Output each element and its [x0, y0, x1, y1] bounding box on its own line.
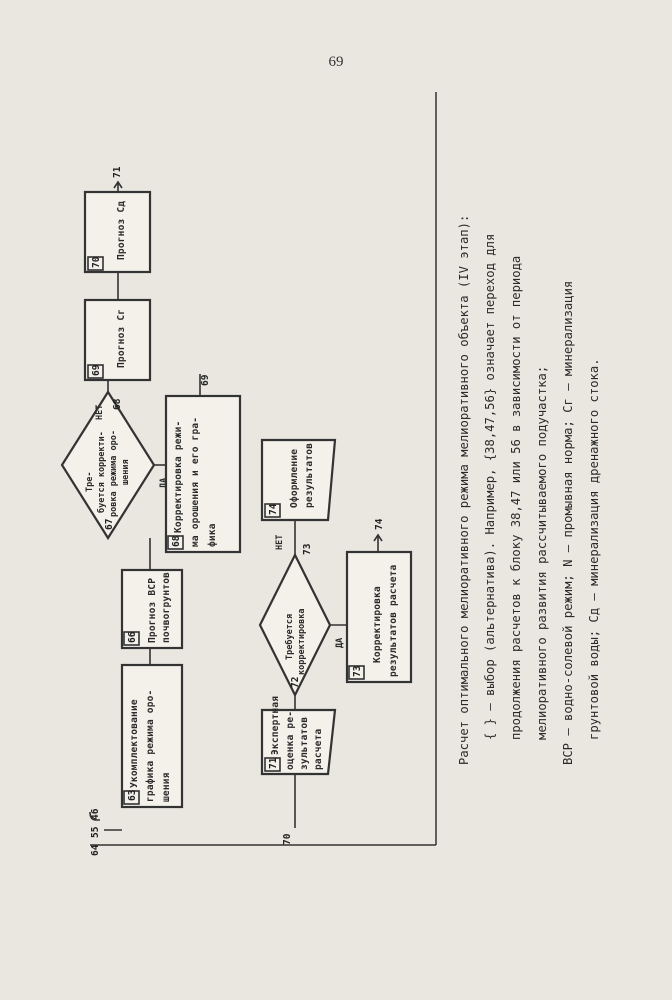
block-68: 68 Корректировка режи- ма орошения и его…	[164, 394, 242, 554]
svg-text:Требуется: Требуется	[284, 614, 295, 660]
svg-text:Оформление: Оформление	[289, 449, 300, 508]
input-64: 64	[90, 844, 101, 856]
block-69: 69 Прогноз Cг	[83, 298, 152, 382]
svg-text:69: 69	[91, 364, 102, 376]
svg-text:шения: шения	[161, 772, 172, 802]
label-yes-72: ДА	[335, 638, 345, 648]
svg-text:71: 71	[268, 757, 279, 769]
svg-text:67: 67	[104, 519, 115, 530]
svg-text:68: 68	[171, 535, 182, 547]
block-71: 71 Экспертная оценка ре- зультатов расче…	[260, 696, 337, 776]
block-70: 70 Прогноз Cд	[83, 190, 152, 274]
svg-text:63: 63	[127, 789, 138, 801]
block-63: 63 Укомплектование графика режима оро- ш…	[120, 663, 184, 809]
svg-text:фика: фика	[207, 523, 218, 547]
ref-73: 73	[302, 543, 313, 555]
svg-text:Прогноз ВСР: Прогноз ВСР	[147, 578, 158, 643]
svg-text:корректировка: корректировка	[297, 608, 307, 675]
svg-text:графика режима оро-: графика режима оро-	[145, 690, 156, 802]
svg-text:Прогноз Cд: Прогноз Cд	[116, 201, 127, 260]
svg-text:оценка ре-: оценка ре-	[285, 711, 296, 770]
svg-text:70: 70	[91, 256, 102, 268]
output-71: 71	[112, 166, 123, 178]
svg-text:Корректировка режи-: Корректировка режи-	[173, 421, 184, 533]
svg-text:74: 74	[268, 503, 279, 515]
svg-text:Тре-: Тре-	[85, 472, 95, 492]
output-74: 74	[374, 518, 385, 530]
output-69: 69	[200, 374, 211, 386]
caption-line-2: { } – выбор (альтернатива). Например, {3…	[483, 234, 497, 740]
caption-line-1: Расчет оптимального мелиоративного режим…	[457, 215, 471, 765]
input-46: 46	[90, 808, 101, 820]
svg-text:ма орошения и его гра-: ма орошения и его гра-	[190, 417, 201, 547]
svg-text:Экспертная: Экспертная	[270, 696, 281, 755]
svg-text:Прогноз Cг: Прогноз Cг	[116, 309, 127, 368]
block-66: 66 Прогноз ВСР почвогрунтов	[120, 568, 184, 650]
caption-line-3: продолжения расчетов к блоку 38,47 или 5…	[509, 256, 523, 740]
caption-line-4: мелиоративного развития рассчитываемого …	[535, 366, 549, 740]
decision-67: 67 Тре- буется корректи- ровка режима ор…	[60, 389, 156, 541]
input-70: 70	[282, 833, 293, 845]
svg-text:результатов расчета: результатов расчета	[388, 564, 399, 677]
input-brace	[89, 811, 100, 821]
svg-text:Укомплектование: Укомплектование	[129, 699, 140, 788]
caption-line-6: грунтовой воды; Cд – минерализация дрена…	[587, 358, 601, 740]
svg-text:Корректировка: Корректировка	[372, 586, 383, 663]
block-73: 73 Корректировка результатов расчета	[345, 550, 413, 684]
svg-text:66: 66	[127, 631, 138, 643]
svg-text:буется корректи-: буется корректи-	[96, 431, 107, 513]
page-number: 69	[328, 54, 344, 70]
svg-text:шения: шения	[121, 459, 131, 485]
svg-text:зультатов: зультатов	[299, 717, 310, 770]
svg-text:ровка режима оро-: ровка режима оро-	[109, 430, 119, 517]
label-no-72: НЕТ	[275, 535, 285, 550]
svg-text:72: 72	[290, 677, 301, 688]
block-74: 74 Оформление результатов	[260, 438, 337, 522]
input-55: 55	[90, 826, 101, 838]
label-no-67: НЕТ	[95, 405, 105, 420]
svg-text:73: 73	[352, 665, 363, 677]
decision-72: 72 Требуется корректировка	[258, 552, 332, 698]
svg-text:расчета: расчета	[313, 728, 324, 770]
ref-68: 68	[112, 398, 123, 410]
caption-line-5: ВСР – водно-солевой режим; N – промывная…	[561, 281, 575, 765]
svg-text:почвогрунтов: почвогрунтов	[161, 572, 172, 643]
svg-text:результатов: результатов	[304, 443, 315, 508]
label-yes-67: ДА	[159, 478, 169, 488]
